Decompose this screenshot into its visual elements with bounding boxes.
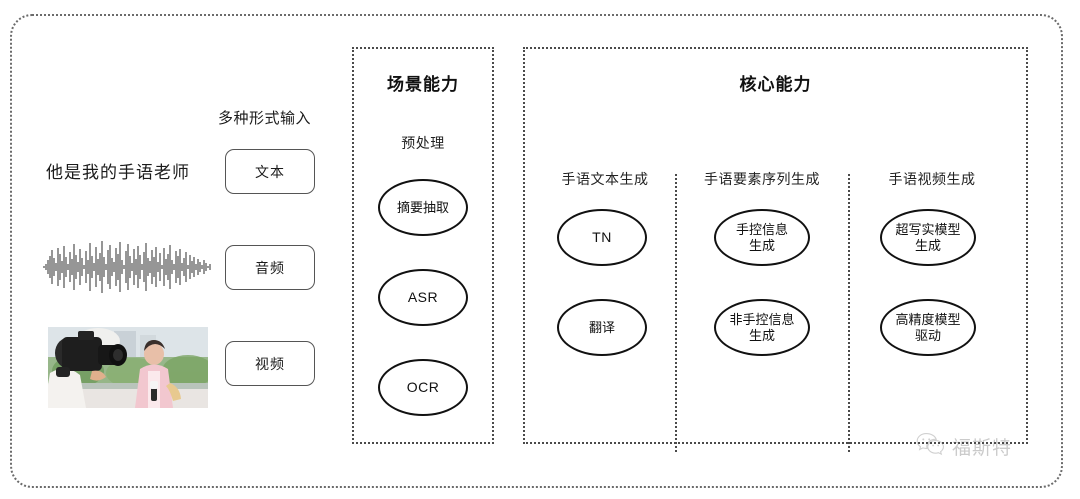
modality-box-audio-label: 音频 [255,259,285,276]
scene-panel-title: 场景能力 [387,75,459,94]
multimodal-input-label: 多种形式输入 [218,110,312,127]
modality-box-audio[interactable]: 音频 [225,245,315,290]
core-panel-title: 核心能力 [739,75,812,94]
modality-box-video[interactable]: 视频 [225,341,315,386]
scene-node-ocr[interactable]: OCR [378,359,468,416]
core-node-manual-info-generation[interactable]: 手控信息 生成 [714,209,810,266]
core-column-1-heading: 手语文本生成 [561,171,649,187]
core-node-hyperrealistic-model-generation[interactable]: 超写实模型 生成 [880,209,976,266]
video-thumbnail-svg [48,327,208,408]
watermark-text: 福斯特 [952,438,1013,459]
core-column-divider-2 [848,174,850,452]
core-node-translation[interactable]: 翻译 [557,299,647,356]
core-node-nonmanual-info-generation[interactable]: 非手控信息 生成 [714,299,810,356]
video-thumbnail [48,327,208,408]
modality-box-text[interactable]: 文本 [225,149,315,194]
core-column-3-heading: 手语视频生成 [888,171,976,187]
core-capability-panel: 核心能力 手语文本生成 TN 翻译 手语要素序列生成 手控信息 生成 非手控信息… [523,47,1028,452]
scene-node-summary-extraction[interactable]: 摘要抽取 [378,179,468,236]
scene-capability-panel: 场景能力 预处理 摘要抽取 ASR OCR [352,47,494,444]
sample-sentence-text: 他是我的手语老师 [46,163,190,182]
core-node-tn[interactable]: TN [557,209,647,266]
waveform-svg [43,241,211,293]
modality-box-video-label: 视频 [255,355,285,372]
core-column-divider-1 [675,174,677,452]
watermark: 福斯特 [916,432,1012,461]
core-node-high-precision-model-driving[interactable]: 高精度模型 驱动 [880,299,976,356]
wechat-icon [916,432,946,461]
core-column-2-heading: 手语要素序列生成 [704,171,820,187]
scene-panel-subtitle: 预处理 [401,135,445,151]
scene-node-asr[interactable]: ASR [378,269,468,326]
modality-box-text-label: 文本 [255,163,285,180]
audio-waveform-graphic [42,238,214,296]
outer-dotted-frame [10,14,1063,488]
